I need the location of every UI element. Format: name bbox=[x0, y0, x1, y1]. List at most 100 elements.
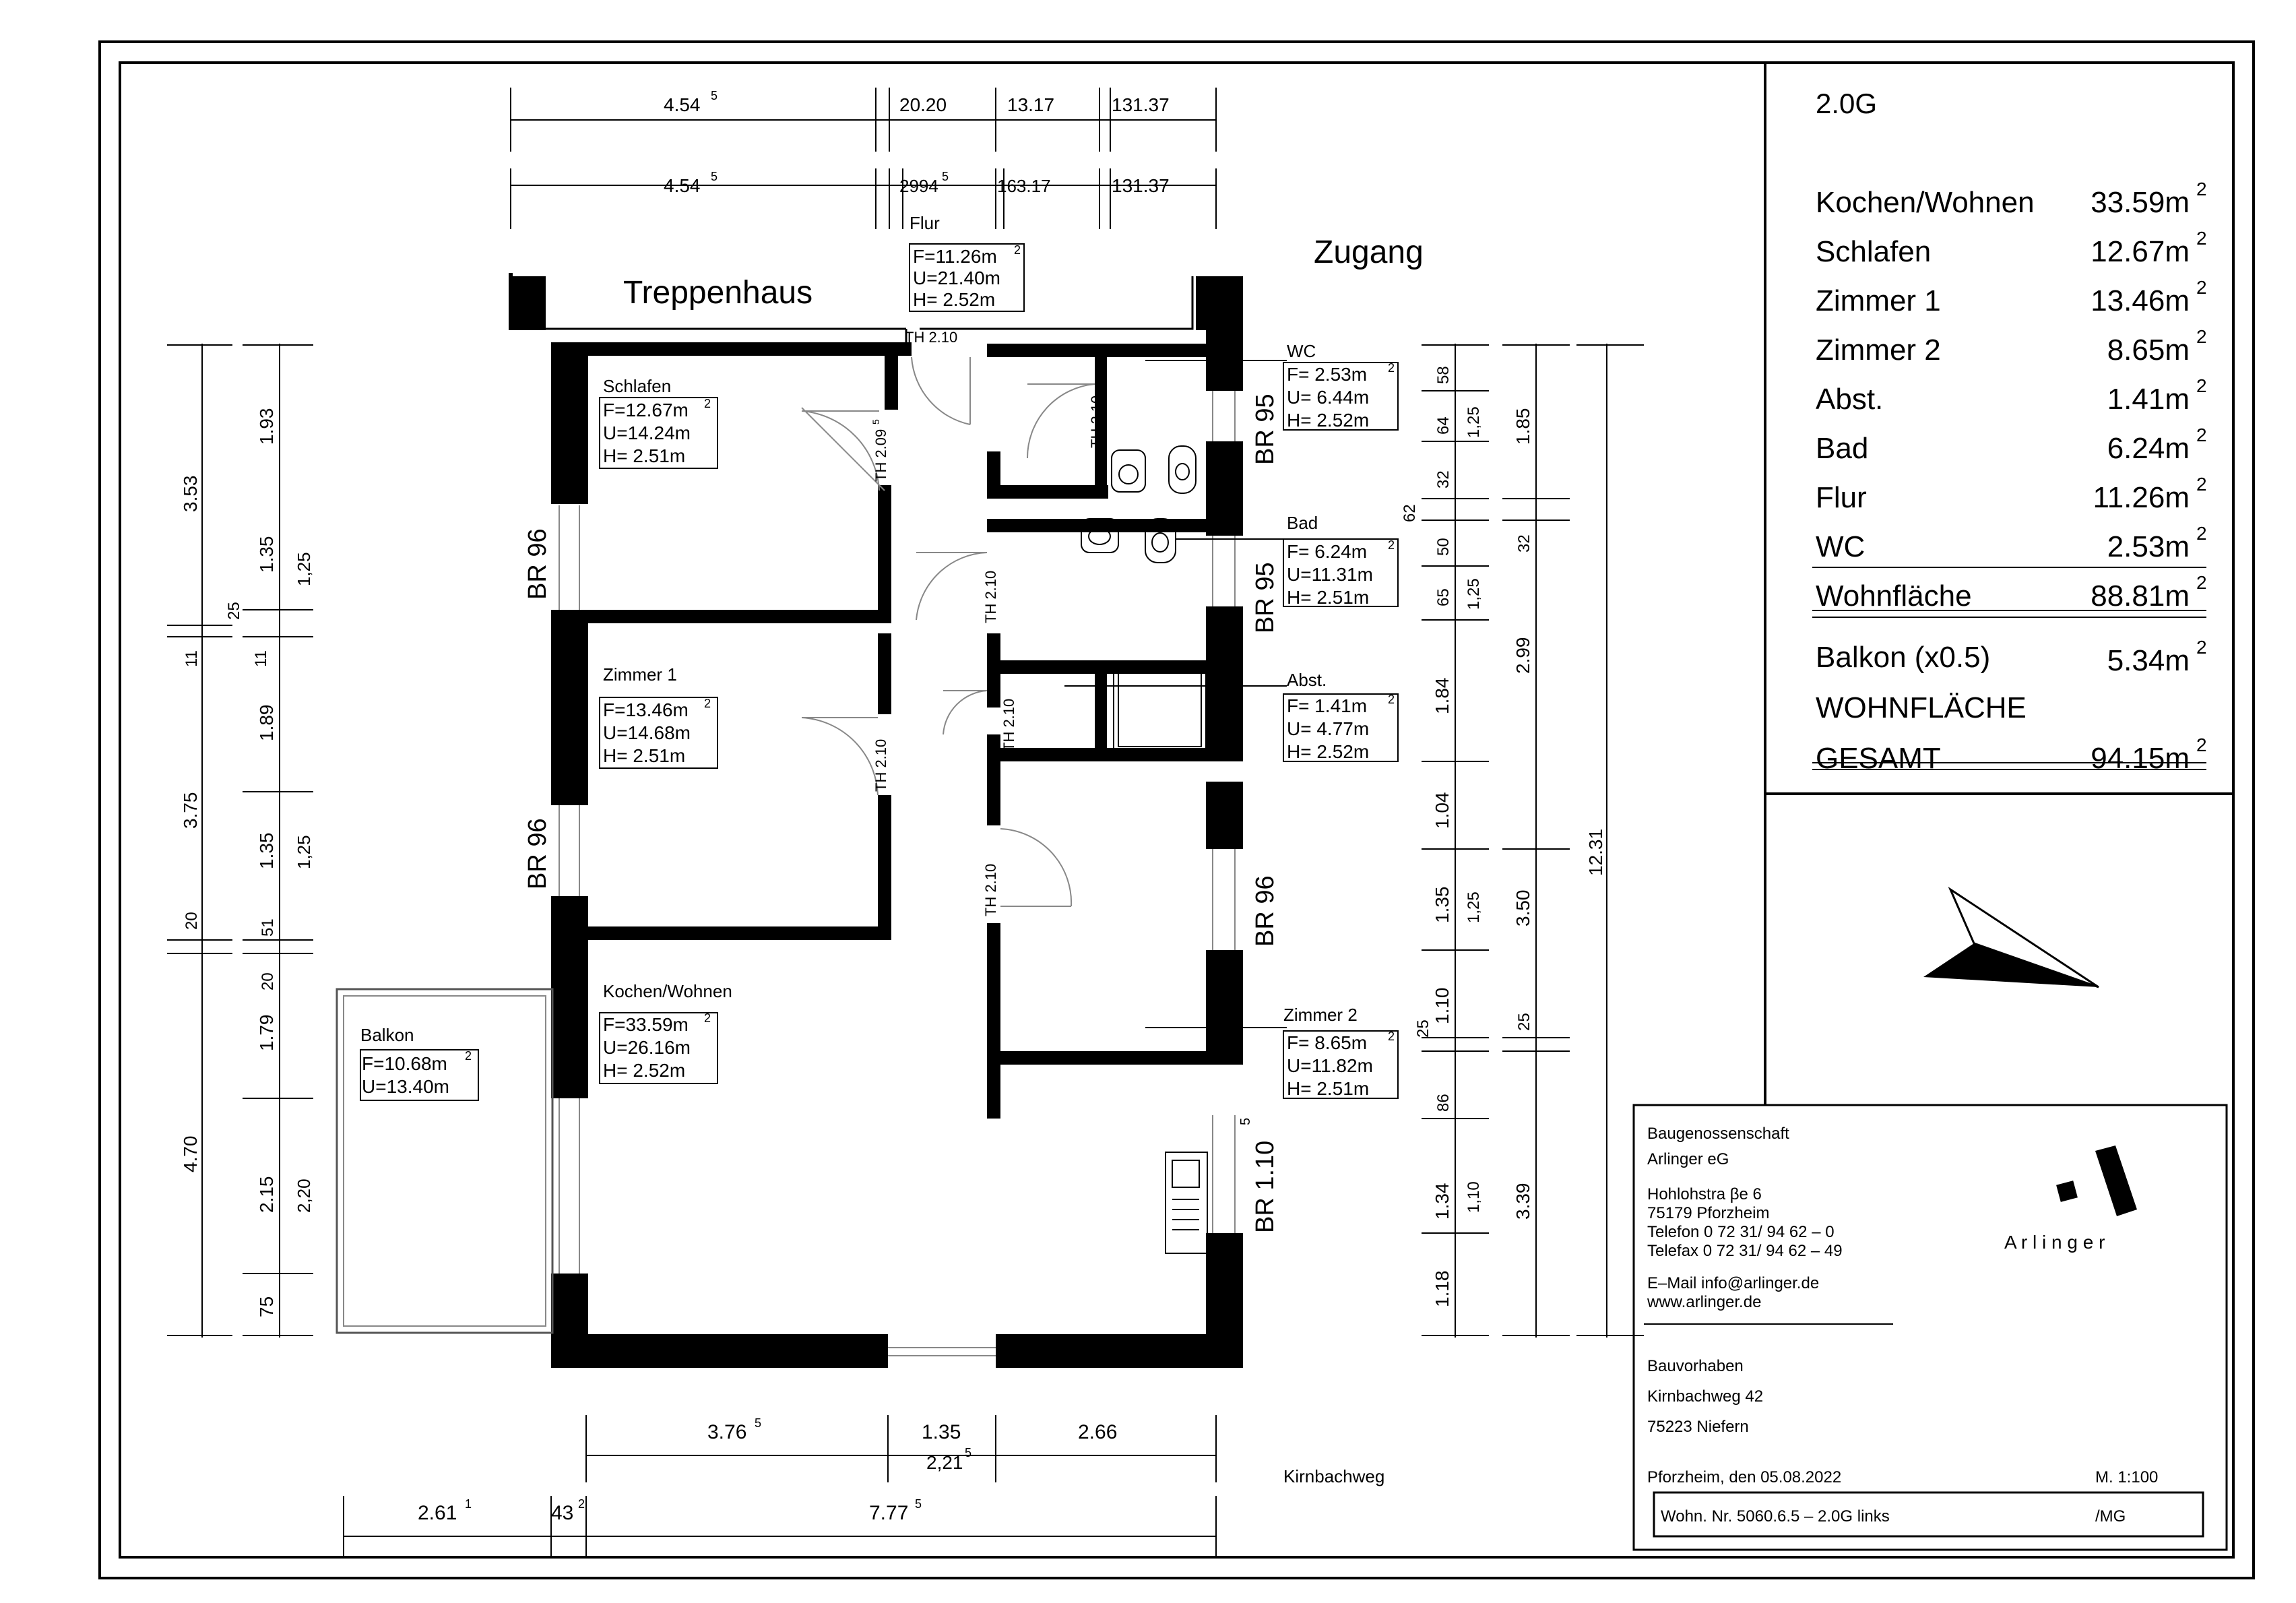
svg-text:11: 11 bbox=[252, 650, 270, 667]
svg-text:4.70: 4.70 bbox=[180, 1136, 201, 1173]
svg-text:2: 2 bbox=[2196, 228, 2207, 249]
svg-text:F=12.67m: F=12.67m bbox=[603, 400, 689, 420]
svg-text:H= 2.51m: H= 2.51m bbox=[1287, 587, 1369, 608]
svg-text:51: 51 bbox=[259, 918, 277, 937]
svg-text:75179 Pforzheim: 75179 Pforzheim bbox=[1647, 1204, 1769, 1222]
svg-text:25: 25 bbox=[225, 602, 243, 620]
svg-text:F= 8.65m: F= 8.65m bbox=[1287, 1032, 1367, 1053]
svg-text:12.67m: 12.67m bbox=[2091, 235, 2190, 268]
svg-text:2: 2 bbox=[2196, 474, 2207, 495]
svg-text:E–Mail info@arlinger.de: E–Mail info@arlinger.de bbox=[1647, 1274, 1819, 1292]
svg-text:11.26m: 11.26m bbox=[2093, 481, 2190, 514]
svg-text:3.53: 3.53 bbox=[180, 476, 201, 513]
svg-text:U=26.16m: U=26.16m bbox=[603, 1037, 691, 1058]
left-dimensions: 3.53 25 11 3.75 20 4.70 1.93 1.35 11 1.8… bbox=[180, 408, 314, 1318]
svg-text:Bad: Bad bbox=[1816, 432, 1868, 465]
svg-text:94.15m: 94.15m bbox=[2091, 742, 2190, 775]
svg-text:12.31: 12.31 bbox=[1585, 829, 1606, 876]
svg-text:32: 32 bbox=[1515, 534, 1533, 553]
svg-text:1,25: 1,25 bbox=[1465, 891, 1483, 923]
unit-number: Wohn. Nr. 5060.6.5 – 2.0G links bbox=[1661, 1507, 1890, 1526]
svg-text:11: 11 bbox=[183, 650, 201, 667]
svg-text:Bauvorhaben: Bauvorhaben bbox=[1647, 1357, 1744, 1375]
svg-text:2: 2 bbox=[2196, 277, 2207, 298]
balcony-outline bbox=[336, 988, 554, 1334]
svg-text:5: 5 bbox=[870, 419, 881, 425]
svg-text:1.35: 1.35 bbox=[256, 833, 277, 870]
svg-text:Schlafen: Schlafen bbox=[1816, 235, 1931, 268]
dimension-lines bbox=[167, 88, 1644, 1557]
svg-text:H= 2.52m: H= 2.52m bbox=[603, 1060, 685, 1081]
svg-text:2994: 2994 bbox=[899, 176, 938, 196]
svg-text:8.65m: 8.65m bbox=[2107, 334, 2190, 367]
svg-text:2,20: 2,20 bbox=[294, 1178, 314, 1213]
svg-text:BR 96: BR 96 bbox=[523, 528, 552, 600]
svg-text:Flur: Flur bbox=[1816, 481, 1867, 514]
svg-text:TH 2.10: TH 2.10 bbox=[1088, 396, 1105, 448]
svg-text:4.54: 4.54 bbox=[664, 94, 701, 115]
svg-text:2: 2 bbox=[704, 697, 711, 710]
sanitary-fixtures bbox=[1081, 445, 1208, 1254]
svg-text:3.50: 3.50 bbox=[1512, 890, 1533, 927]
svg-text:1: 1 bbox=[465, 1497, 472, 1511]
svg-text:2: 2 bbox=[578, 1497, 585, 1511]
svg-text:13.46m: 13.46m bbox=[2091, 284, 2190, 317]
svg-text:20: 20 bbox=[183, 912, 201, 930]
svg-text:H= 2.51m: H= 2.51m bbox=[603, 445, 685, 466]
svg-text:U=11.82m: U=11.82m bbox=[1287, 1055, 1373, 1076]
svg-text:Zimmer 2: Zimmer 2 bbox=[1816, 334, 1941, 367]
svg-text:86: 86 bbox=[1434, 1094, 1453, 1112]
svg-text:13.17: 13.17 bbox=[1007, 94, 1054, 115]
stairwell-label: Treppenhaus bbox=[623, 275, 812, 311]
svg-text:3.76: 3.76 bbox=[707, 1421, 746, 1443]
svg-text:BR 1.10: BR 1.10 bbox=[1251, 1141, 1279, 1233]
svg-text:1.93: 1.93 bbox=[256, 408, 277, 445]
svg-text:20: 20 bbox=[259, 972, 277, 991]
svg-text:F=13.46m: F=13.46m bbox=[603, 699, 689, 720]
svg-text:WC: WC bbox=[1287, 341, 1316, 361]
svg-text:5: 5 bbox=[1238, 1118, 1253, 1125]
svg-text:Wohnfläche: Wohnfläche bbox=[1816, 579, 1972, 612]
svg-text:1,25: 1,25 bbox=[1465, 578, 1483, 610]
svg-text:75223 Niefern: 75223 Niefern bbox=[1647, 1418, 1749, 1436]
svg-text:1.10: 1.10 bbox=[1432, 988, 1453, 1025]
svg-text:5: 5 bbox=[942, 170, 949, 183]
svg-text:BR 95: BR 95 bbox=[1251, 394, 1279, 465]
svg-text:2: 2 bbox=[1388, 693, 1395, 706]
svg-text:20.20: 20.20 bbox=[899, 94, 947, 115]
svg-text:F= 6.24m: F= 6.24m bbox=[1287, 541, 1367, 562]
svg-text:1.18: 1.18 bbox=[1432, 1271, 1453, 1308]
svg-text:Kochen/Wohnen: Kochen/Wohnen bbox=[1816, 186, 2035, 219]
svg-text:3.39: 3.39 bbox=[1512, 1183, 1533, 1220]
svg-text:2: 2 bbox=[2196, 637, 2207, 658]
svg-text:5: 5 bbox=[711, 170, 718, 183]
svg-text:Balkon (x0.5): Balkon (x0.5) bbox=[1816, 641, 1990, 674]
svg-text:2.15: 2.15 bbox=[256, 1176, 277, 1214]
svg-text:2.99: 2.99 bbox=[1512, 637, 1533, 674]
svg-text:7.77: 7.77 bbox=[869, 1502, 908, 1524]
svg-text:88.81m: 88.81m bbox=[2091, 579, 2190, 612]
svg-text:H= 2.52m: H= 2.52m bbox=[1287, 741, 1369, 762]
svg-text:2.53m: 2.53m bbox=[2107, 530, 2190, 563]
svg-text:Hohlohstra βe 6: Hohlohstra βe 6 bbox=[1647, 1185, 1762, 1203]
access-label: Zugang bbox=[1314, 234, 1424, 270]
svg-text:1.85: 1.85 bbox=[1512, 408, 1533, 445]
svg-text:1.35: 1.35 bbox=[1432, 887, 1453, 924]
svg-text:TH 2.10: TH 2.10 bbox=[872, 739, 889, 792]
svg-text:43: 43 bbox=[551, 1502, 573, 1524]
svg-text:1.41m: 1.41m bbox=[2107, 383, 2190, 416]
svg-text:Abst.: Abst. bbox=[1287, 670, 1327, 690]
svg-text:WOHNFLÄCHE: WOHNFLÄCHE bbox=[1816, 691, 2027, 724]
svg-text:1,10: 1,10 bbox=[1465, 1181, 1483, 1213]
arlinger-logo bbox=[2056, 1145, 2137, 1216]
svg-text:TH 2.09: TH 2.09 bbox=[872, 429, 889, 482]
room-info-boxes bbox=[360, 243, 1399, 1101]
svg-text:GESAMT: GESAMT bbox=[1816, 742, 1941, 775]
svg-text:F=10.68m: F=10.68m bbox=[362, 1053, 447, 1074]
svg-text:1.34: 1.34 bbox=[1432, 1183, 1453, 1220]
